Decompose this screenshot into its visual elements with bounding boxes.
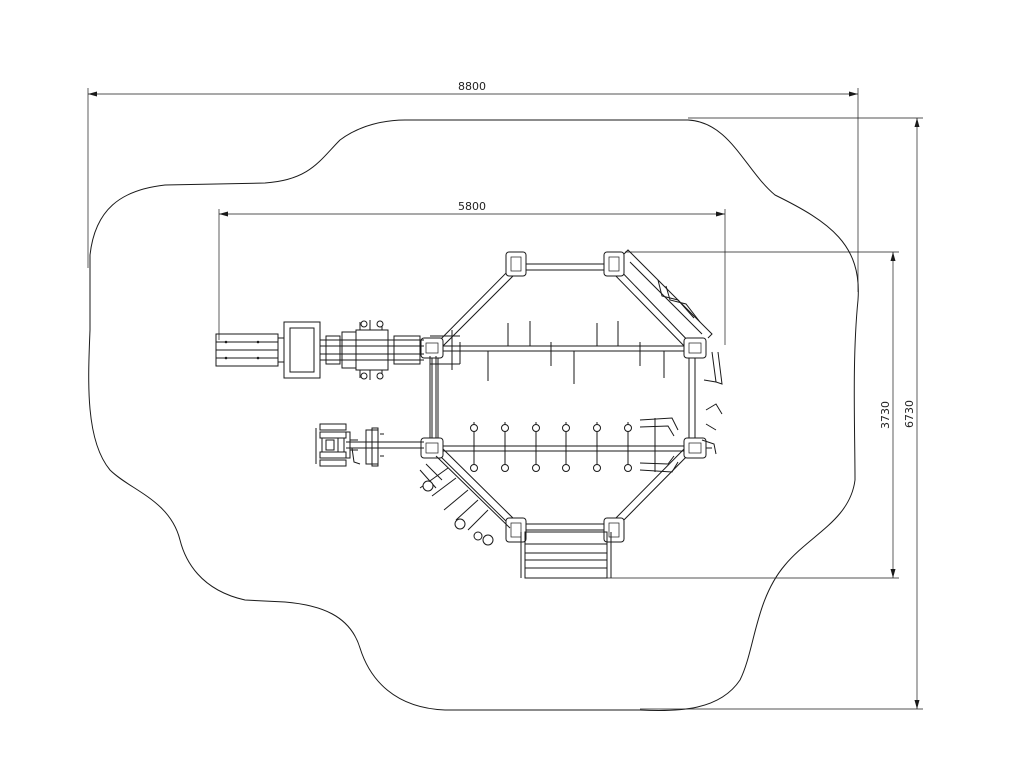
dimension-structure-depth: 3730 (605, 251, 899, 579)
ring (501, 422, 509, 472)
dimension-overall-depth: 6730 (640, 117, 923, 710)
left-connector-post (429, 356, 437, 438)
ring (470, 422, 478, 472)
post-caps (420, 251, 707, 543)
climbing-grips (639, 417, 679, 473)
post-cap (603, 251, 625, 277)
dimension-label-overall-width: 8800 (458, 80, 486, 93)
post-cap (505, 251, 527, 277)
slide (623, 249, 723, 385)
lower-arm (315, 423, 424, 467)
staircase (520, 531, 612, 579)
dimension-label-structure-depth: 3730 (879, 401, 892, 429)
side-handles (701, 403, 723, 455)
ring (593, 422, 601, 472)
climbing-net (419, 455, 511, 546)
lower-beam-rings (443, 445, 684, 452)
dimension-label-overall-depth: 6730 (903, 400, 916, 428)
ring (532, 422, 540, 472)
dimension-overall-width: 8800 (87, 80, 859, 292)
post-cap (505, 517, 527, 543)
upper-bridge (215, 320, 460, 380)
hanging-rings (470, 422, 632, 472)
post-cap (683, 337, 707, 359)
ring (624, 422, 632, 472)
safety-zone-outline (88, 119, 859, 712)
upper-beam-hanging-bars (443, 321, 684, 384)
post-cap (420, 437, 444, 459)
post-cap (603, 517, 625, 543)
ring (562, 422, 570, 472)
dimension-structure-width: 5800 (218, 200, 726, 345)
dimension-label-structure-width: 5800 (458, 200, 486, 213)
post-cap (683, 437, 707, 459)
post-cap (420, 337, 444, 359)
